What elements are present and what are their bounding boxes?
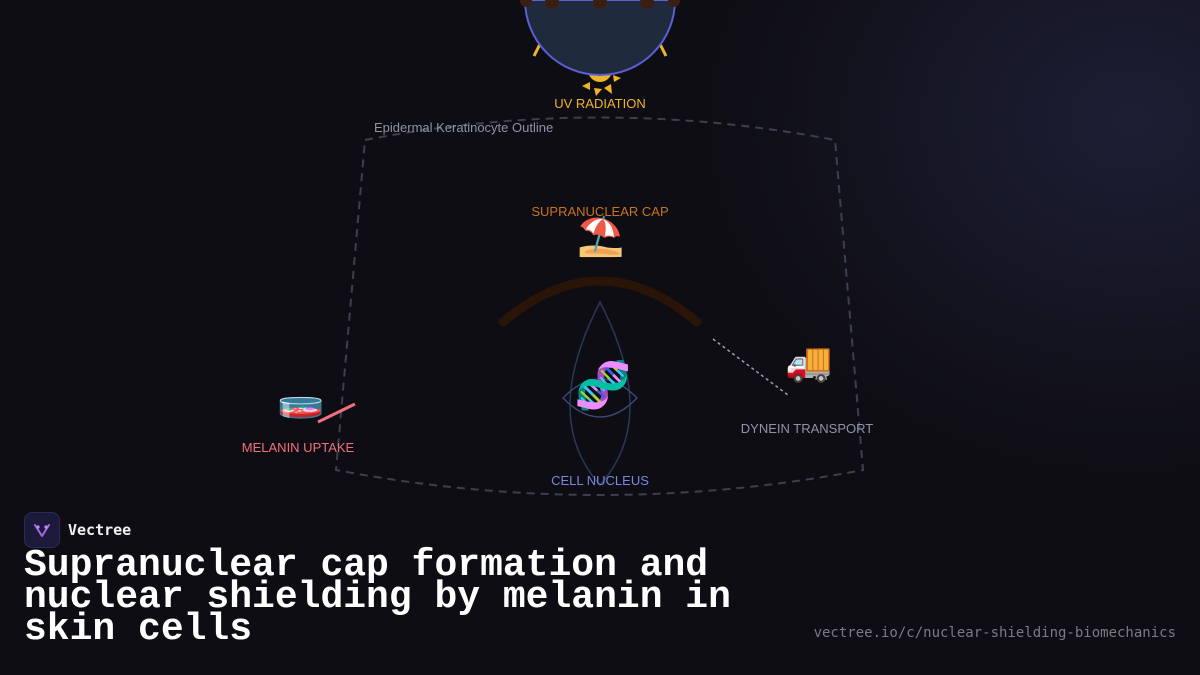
petri-dish-icon: 🧫	[277, 378, 325, 420]
cell-nucleus-label: CELL NUCLEUS	[551, 473, 649, 488]
delivery-truck-icon: 🚚	[785, 342, 833, 384]
uv-radiation-label: UV RADIATION	[554, 96, 646, 111]
uv-source-disc	[520, 0, 680, 76]
nucleus-cross-section	[561, 378, 639, 418]
brand-name: Vectree	[68, 521, 132, 539]
dna-icon: 🧬	[574, 359, 632, 411]
vectree-logo-icon	[24, 512, 60, 548]
page-title: Supranuclear cap formation and nuclear s…	[24, 544, 731, 651]
melanin-uptake-label: MELANIN UPTAKE	[241, 440, 355, 455]
nucleus-outline	[569, 300, 631, 487]
keratinocyte-outline	[334, 116, 865, 496]
dynein-transport-path	[712, 338, 789, 396]
outline-label: Epidermal Keratinocyte Outline	[374, 120, 554, 135]
supranuclear-cap-arc	[498, 276, 702, 327]
source-url[interactable]: vectree.io/c/nuclear-shielding-biomechan…	[813, 625, 1176, 641]
melanin-uptake-arrow	[317, 402, 356, 424]
dynein-transport-label: DYNEIN TRANSPORT	[740, 421, 874, 436]
brand: Vectree	[24, 512, 131, 548]
beach-umbrella-icon: ⛱️	[577, 216, 625, 258]
supranuclear-cap-label: SUPRANUCLEAR CAP	[531, 204, 669, 219]
